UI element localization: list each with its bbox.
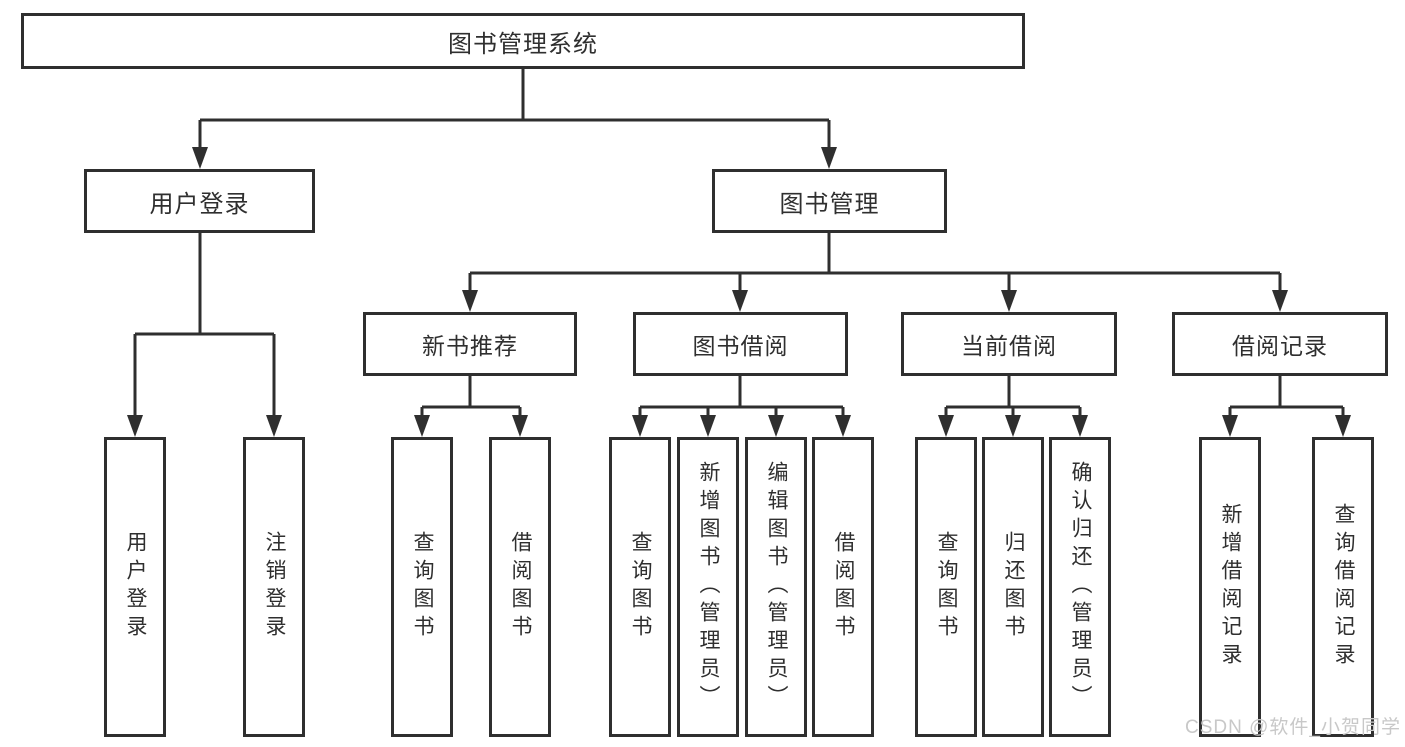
node-current-borrowing: 当前借阅 — [901, 312, 1117, 376]
node-library-management-system: 图书管理系统 — [21, 13, 1025, 69]
leaf-query-books-current: 查询图书 — [915, 437, 977, 737]
leaf-logout: 注销登录 — [243, 437, 305, 737]
node-borrowing-records: 借阅记录 — [1172, 312, 1388, 376]
leaf-query-borrow-record: 查询借阅记录 — [1312, 437, 1374, 737]
leaf-return-books: 归还图书 — [982, 437, 1044, 737]
leaf-user-login: 用户登录 — [104, 437, 166, 737]
leaf-add-book-admin: 新增图书（管理员） — [677, 437, 739, 737]
leaf-confirm-return-admin: 确认归还（管理员） — [1049, 437, 1111, 737]
node-book-borrowing: 图书借阅 — [633, 312, 848, 376]
node-new-book-recommendation: 新书推荐 — [363, 312, 577, 376]
leaf-edit-book-admin: 编辑图书（管理员） — [745, 437, 807, 737]
watermark: CSDN @软件_小贺同学 — [1185, 717, 1401, 738]
leaf-query-books-recommend: 查询图书 — [391, 437, 453, 737]
leaf-add-borrow-record: 新增借阅记录 — [1199, 437, 1261, 737]
leaf-query-books-borrow: 查询图书 — [609, 437, 671, 737]
node-book-management: 图书管理 — [712, 169, 947, 233]
leaf-borrow-books-recommend: 借阅图书 — [489, 437, 551, 737]
leaf-borrow-books: 借阅图书 — [812, 437, 874, 737]
node-user-login: 用户登录 — [84, 169, 315, 233]
